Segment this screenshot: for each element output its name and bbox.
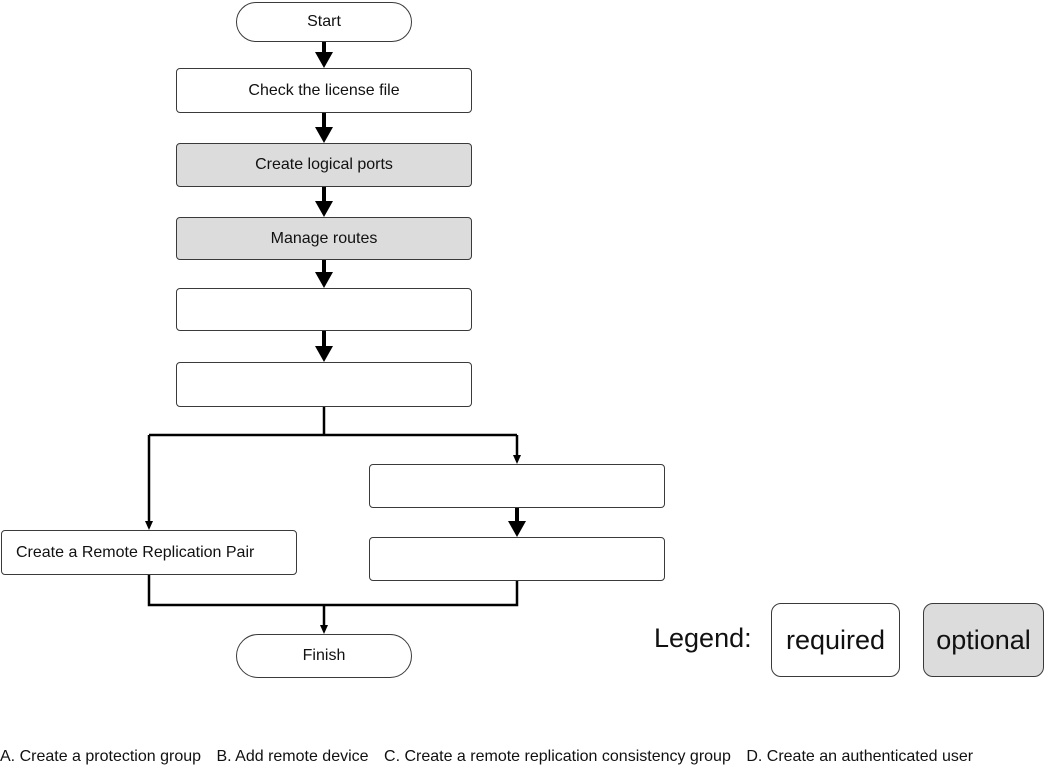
arrowhead-blank1 [315,272,333,288]
step-blank-2 [176,362,472,407]
option-d: D. Create an authenticated user [746,748,974,765]
step-create-remote-replication-pair: Create a Remote Replication Pair [1,530,297,575]
step-blank-3 [369,464,665,508]
step-blank-4 [369,537,665,581]
step-check-license: Check the license file [176,68,472,113]
arrowhead-pair [145,521,153,530]
arrowhead-blank4 [508,521,526,537]
merge-left [147,575,519,607]
branch-lines [147,407,519,626]
step-manage-routes: Manage routes [176,217,472,260]
arrowhead-blank3 [513,455,521,464]
main-arrows [322,42,519,523]
arrowhead-license [315,52,333,68]
option-c: C. Create a remote replication consisten… [384,748,731,765]
arrowhead-finish [320,625,328,634]
arrowhead-blank2 [315,346,333,362]
legend-optional-box: optional [923,603,1044,677]
answer-options: A. Create a protection group B. Add remo… [0,747,1046,767]
finish-node: Finish [236,634,412,678]
step-create-logical-ports: Create logical ports [176,143,472,187]
arrowhead-ports [315,127,333,143]
option-a: A. Create a protection group [0,748,202,765]
branch-arrowheads [145,455,521,634]
step-blank-1 [176,288,472,331]
option-b: B. Add remote device [216,748,369,765]
legend-required-box: required [771,603,900,677]
start-node: Start [236,2,412,42]
arrowhead-routes [315,201,333,217]
legend-title: Legend: [654,623,752,653]
main-arrowheads [315,52,526,537]
